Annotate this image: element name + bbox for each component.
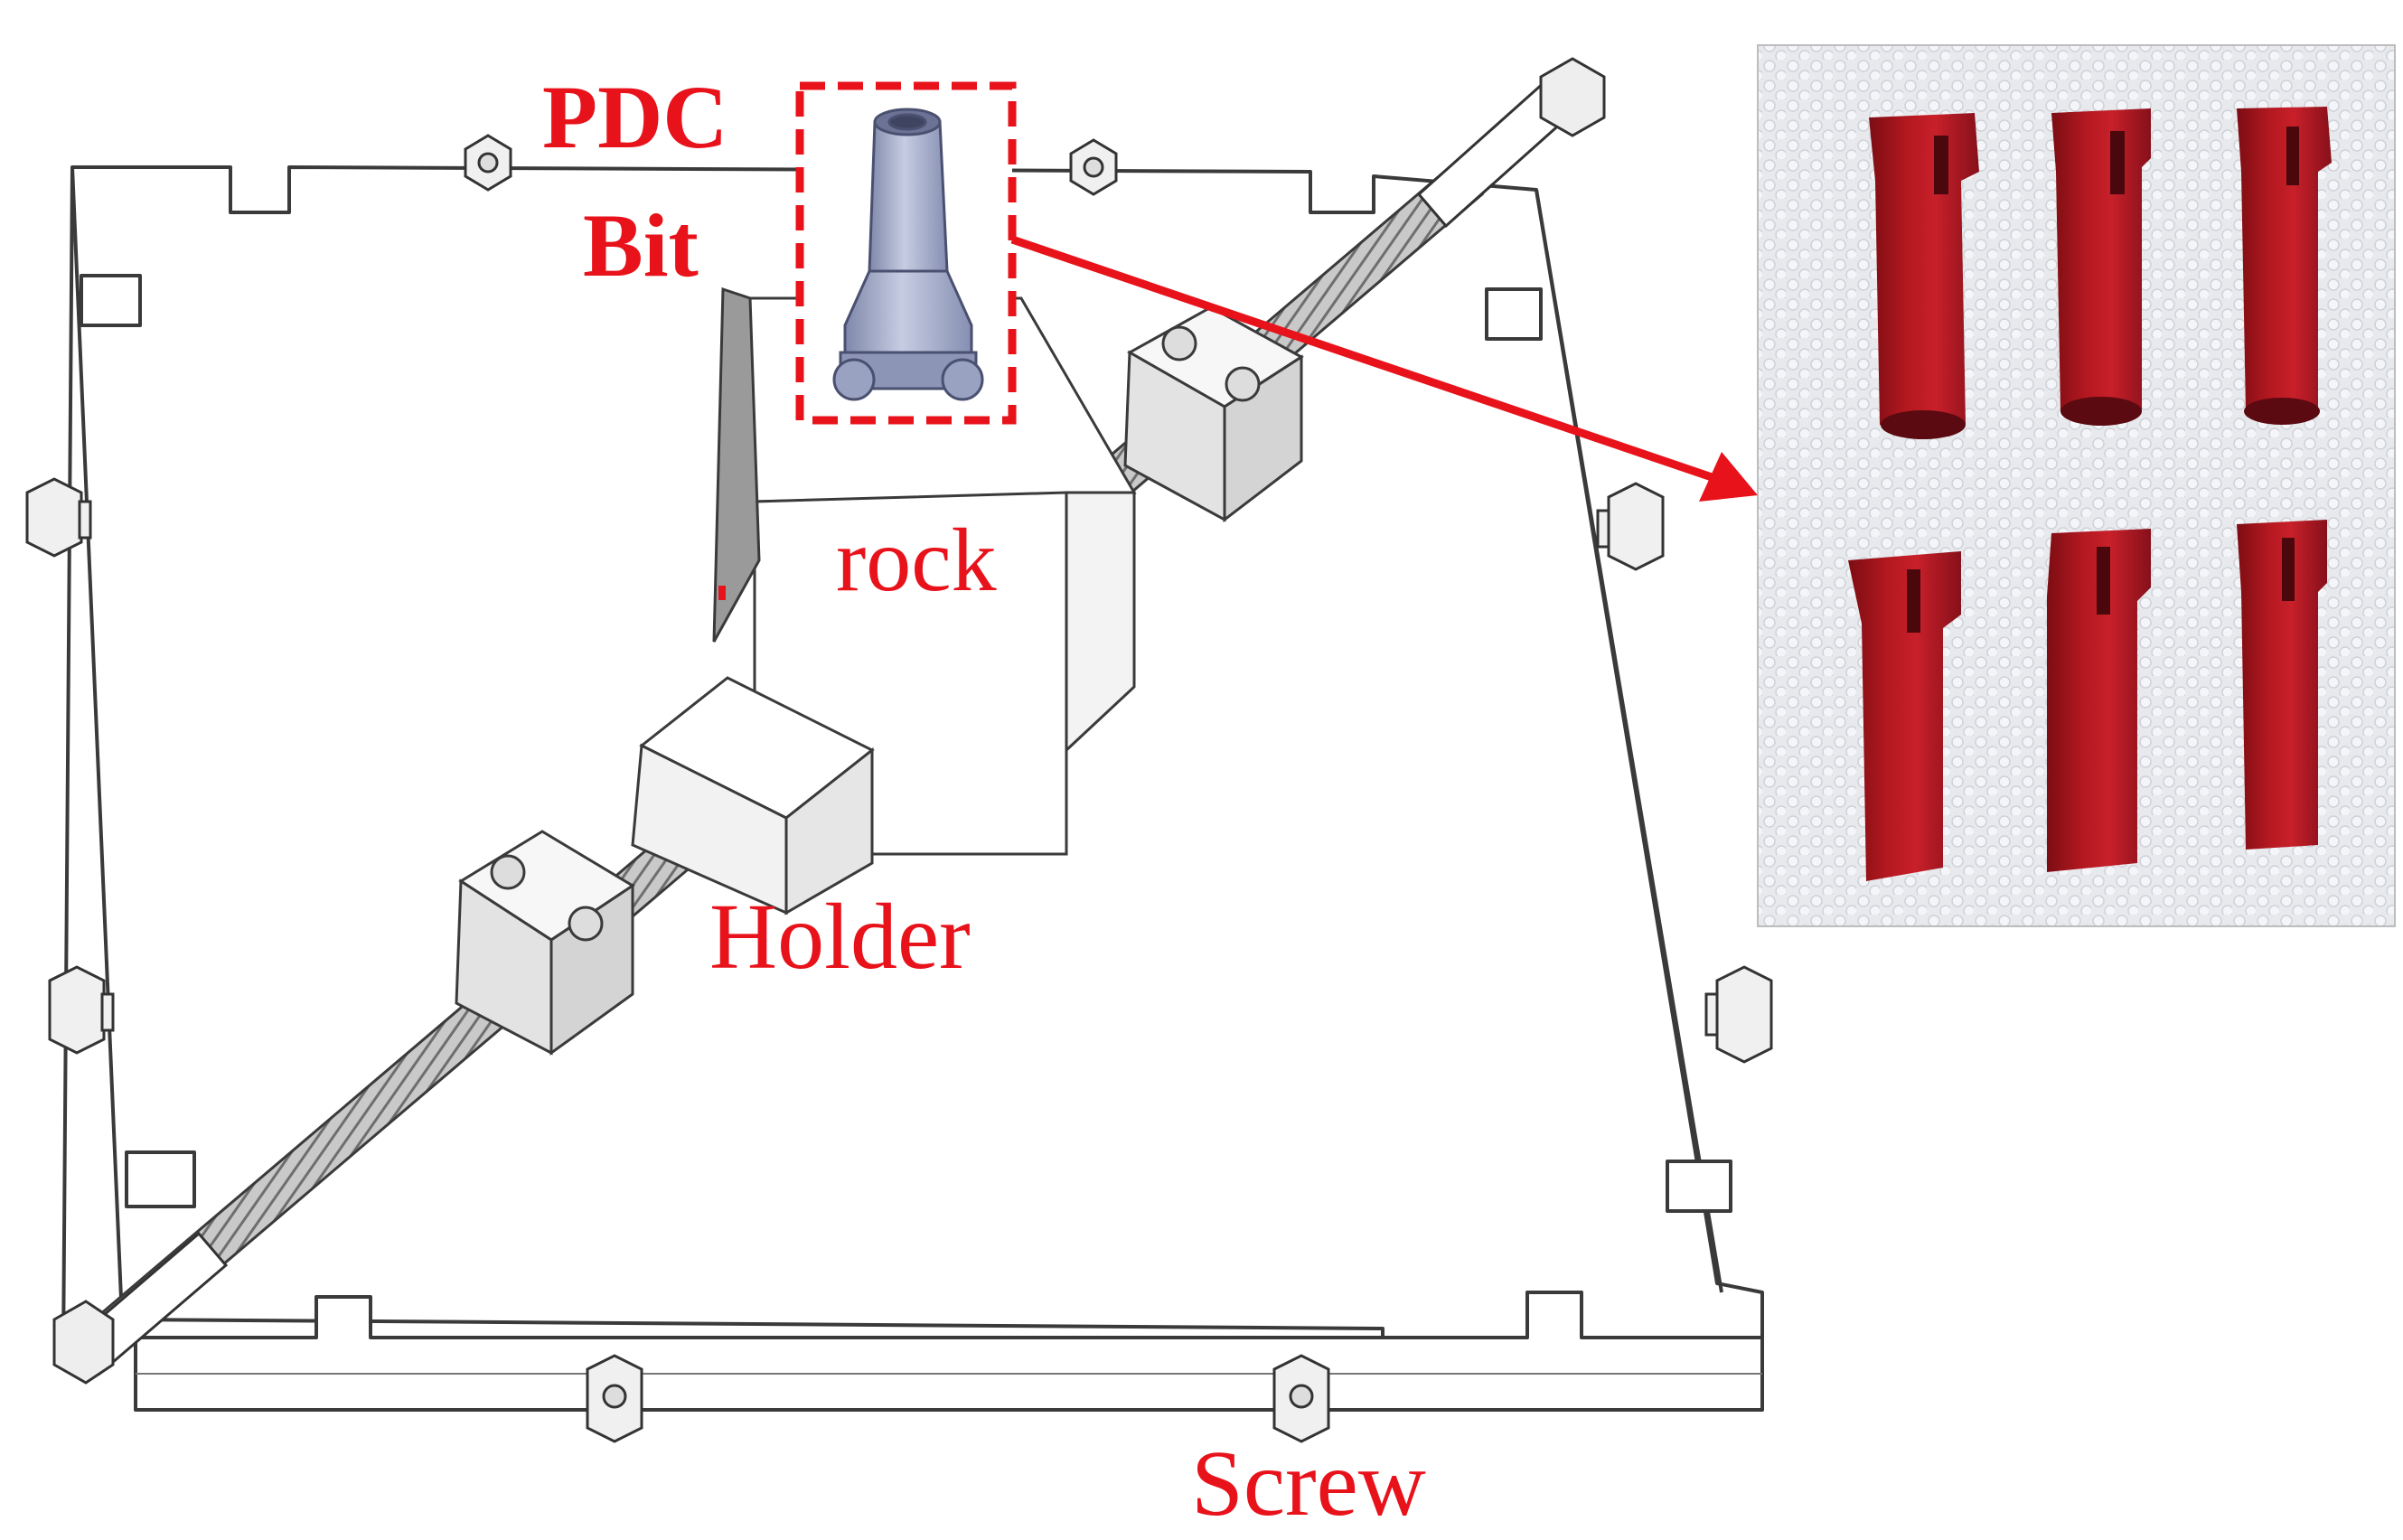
screw-end-hex-icon [1539,57,1606,137]
hex-bolt-icon [25,477,92,558]
red-bit-photo [1848,551,1961,881]
notch [80,274,142,327]
right-wall-edge [1535,189,1723,1293]
red-bit-photo [2051,108,2151,426]
hex-bolt-icon [1272,1354,1330,1443]
holder-label: Holder [709,885,971,989]
hex-bolt-icon [1069,138,1118,196]
pdc-bits-photo [1757,44,2396,927]
hex-bolt-icon [1596,482,1665,571]
hex-bolts [25,134,1773,1443]
notch [1485,287,1543,341]
clamp-block-lower [455,830,635,1056]
rock-right-face [1065,491,1136,754]
clamp-block-upper [1123,305,1304,523]
hex-bolt-icon [1704,965,1773,1064]
hex-bolt-icon [48,965,115,1055]
hex-bolt-icon [464,134,512,192]
red-marker [718,586,726,600]
rock-dark-slab [712,286,761,643]
pdc-bit-label-line1: PDC [542,67,728,167]
red-bit-photo [2047,529,2151,872]
red-bit-photo [2237,520,2327,850]
screw-label: Screw [1191,1432,1426,1535]
rock-label: rock [836,510,997,610]
pdc-bit-3d-icon [832,108,984,401]
screw-end-hex-icon [52,1300,115,1385]
notch [1666,1160,1732,1213]
red-arrow-icon [1010,235,1758,502]
pdc-bit-label-line2: Bit [583,195,699,296]
red-bit-photo [2237,107,2332,425]
front-rail [134,1291,1764,1412]
hex-bolt-icon [586,1354,643,1443]
holder-block [631,676,875,916]
red-bit-photo [1869,113,1979,439]
notch [125,1150,196,1208]
